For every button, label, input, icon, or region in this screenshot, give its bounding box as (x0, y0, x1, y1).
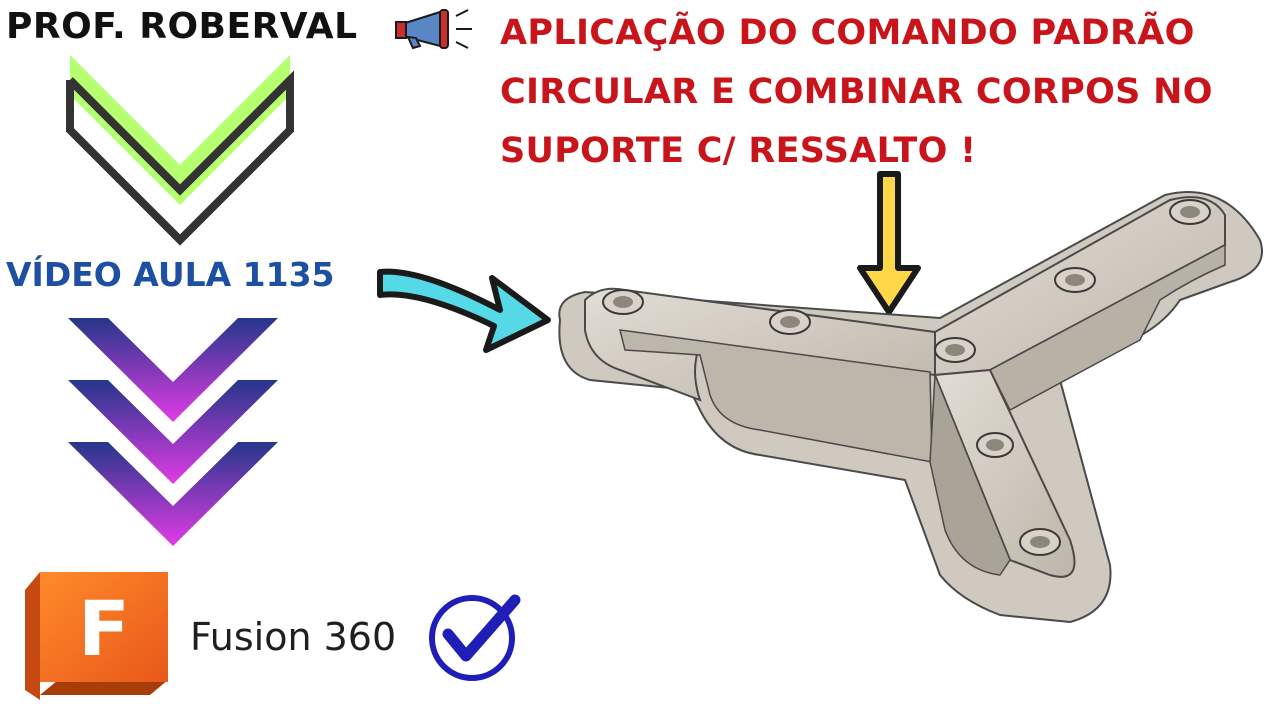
fusion-logo-letter: F (78, 584, 130, 673)
headline-line: APLICAÇÃO DO COMANDO PADRÃO (500, 13, 1195, 53)
fusion-logo-icon: F (25, 572, 168, 700)
app-name: Fusion 360 (190, 615, 397, 659)
chevron-down-icon (68, 318, 278, 422)
arrow-right-icon (377, 268, 551, 353)
chevron-down-icon (66, 55, 294, 246)
headline: APLICAÇÃO DO COMANDO PADRÃO CIRCULAR E C… (500, 4, 1270, 181)
lesson-number: VÍDEO AULA 1135 (6, 255, 335, 294)
headline-line: CIRCULAR E COMBINAR CORPOS NO (500, 72, 1213, 112)
checkmark-icon (429, 594, 521, 681)
headline-line: SUPORTE C/ RESSALTO ! (500, 131, 977, 171)
bracket-part-illustration (558, 191, 1263, 624)
chevron-down-icon (68, 442, 278, 546)
megaphone-icon (395, 9, 472, 50)
author-name: PROF. ROBERVAL (6, 6, 358, 47)
chevron-down-icon (68, 380, 278, 484)
arrow-down-icon (857, 171, 921, 315)
